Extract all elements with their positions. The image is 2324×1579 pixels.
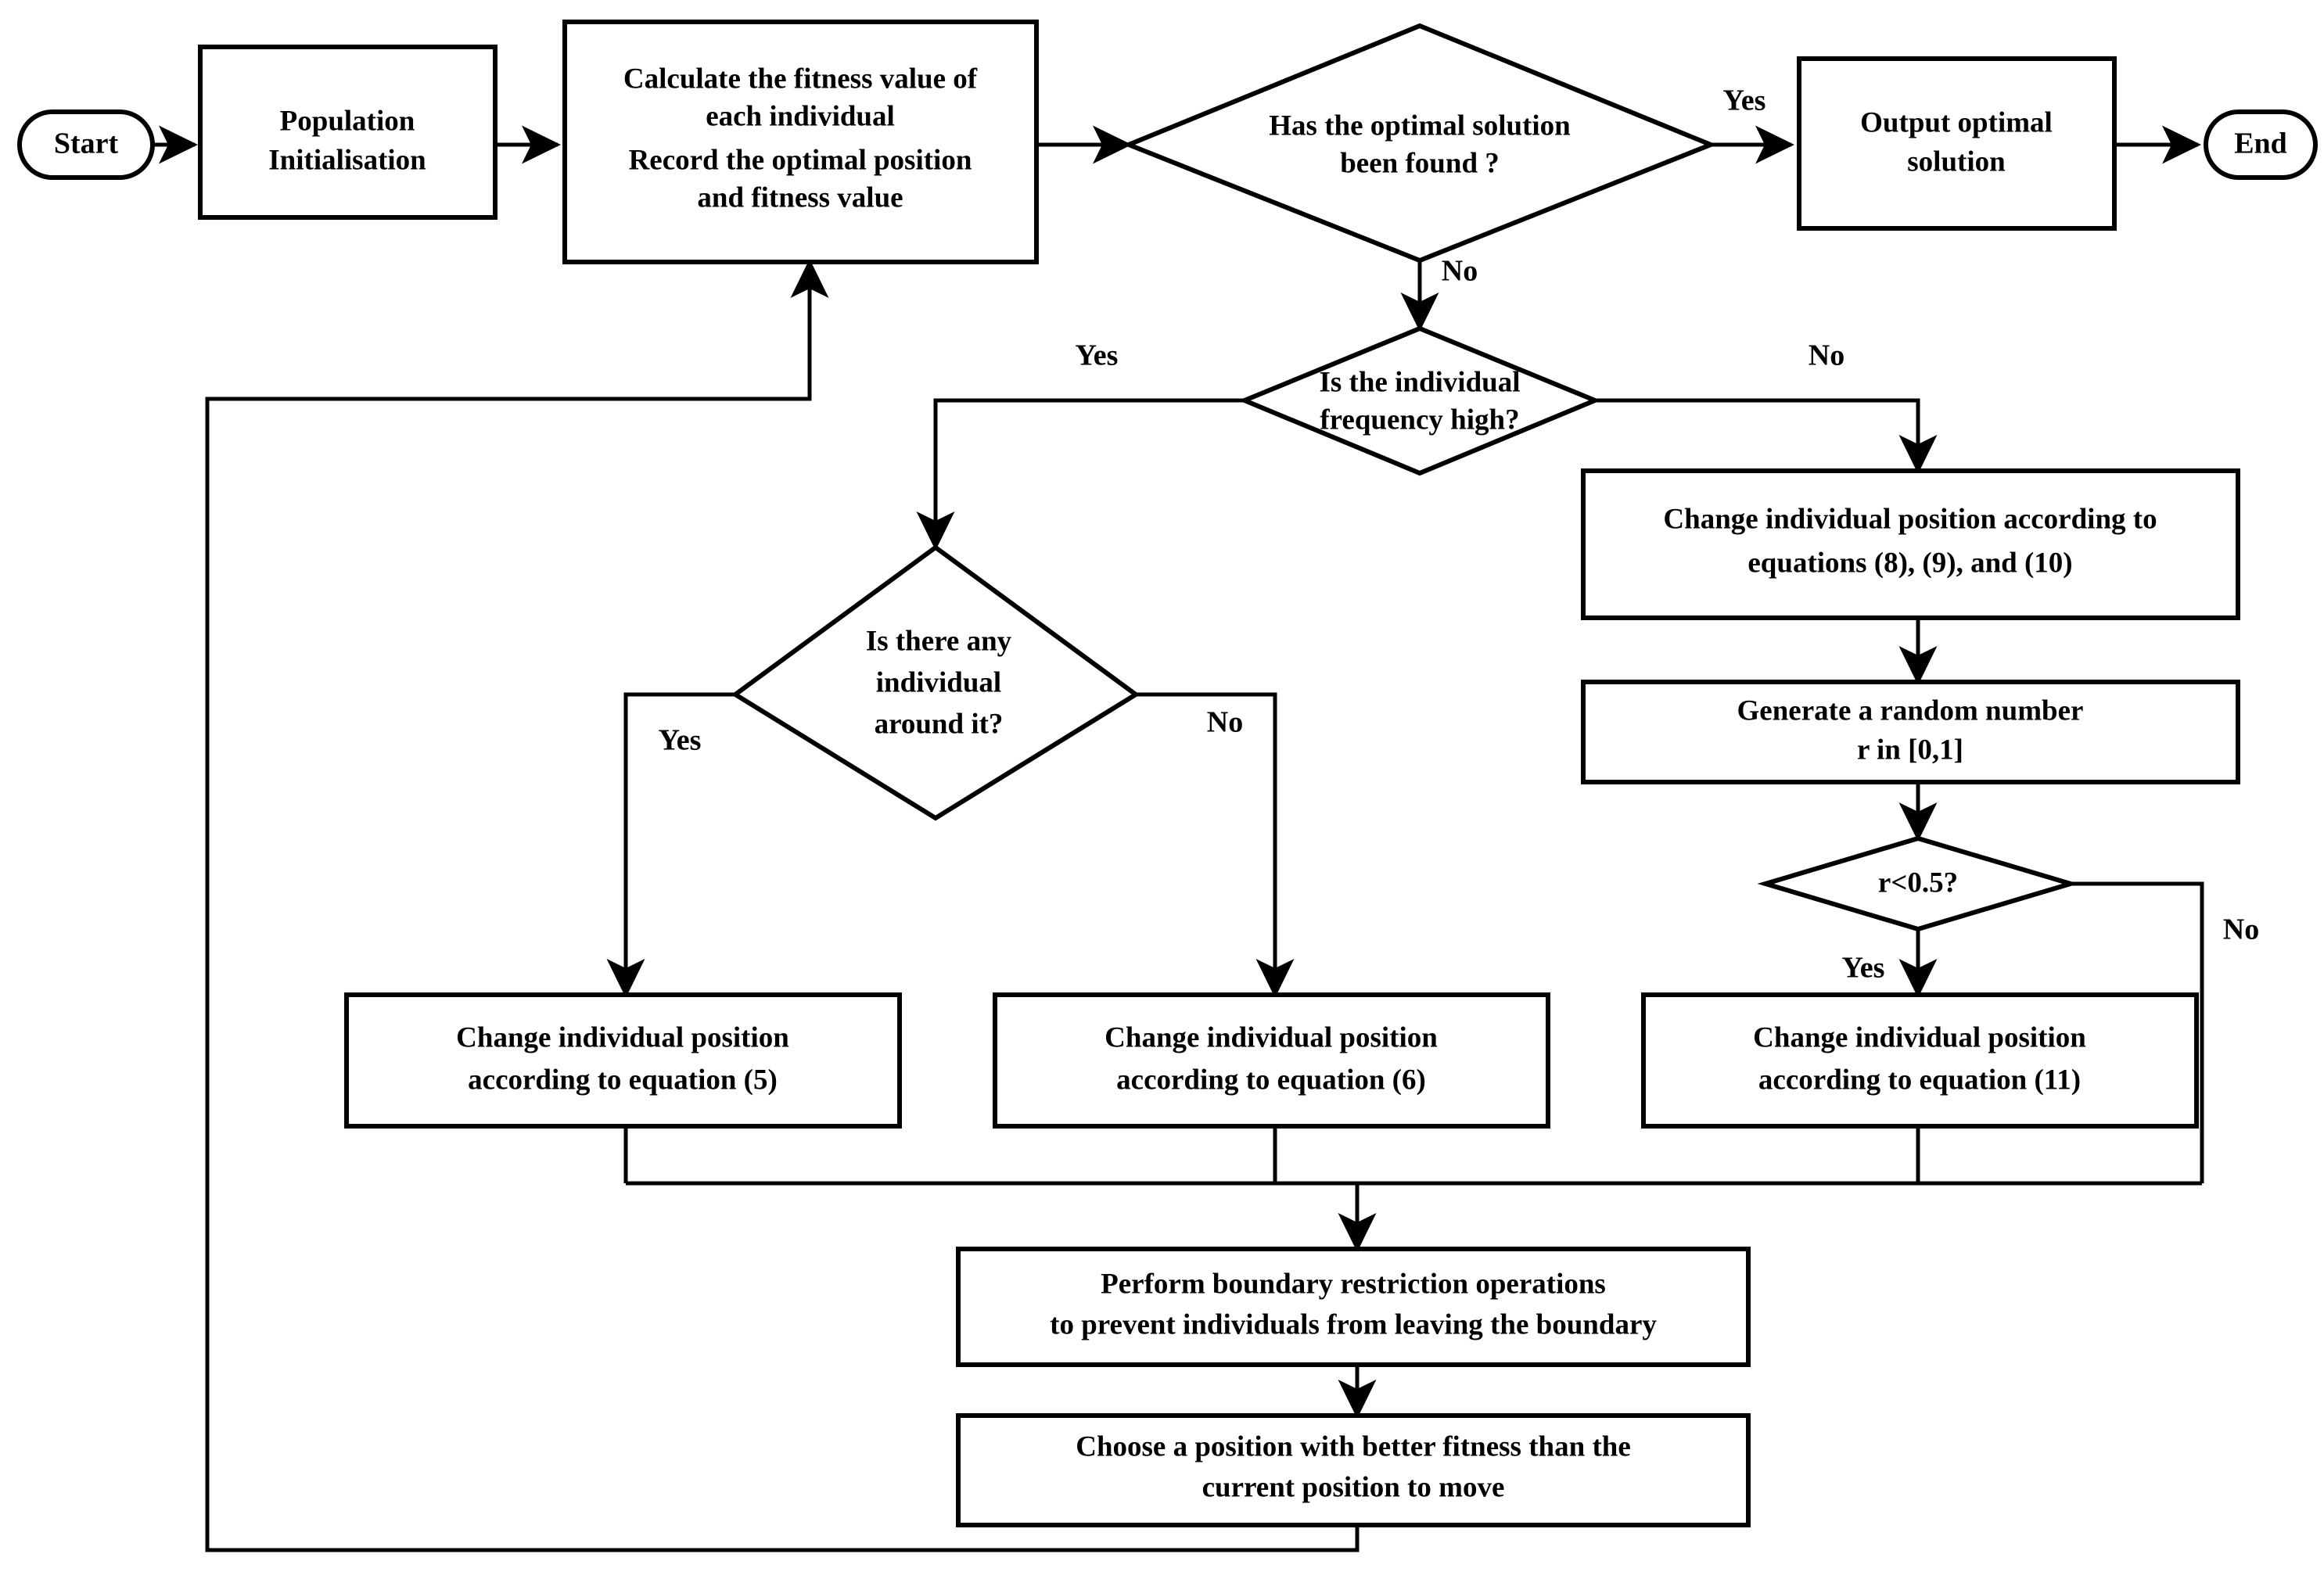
node-r-check[interactable]: r<0.5?: [1757, 835, 2079, 932]
eq6-line1: Change individual position: [1105, 1021, 1438, 1053]
connectors: [153, 125, 2204, 1552]
node-boundary[interactable]: Perform boundary restriction operations …: [956, 1247, 1751, 1367]
edge-label-optimal-found-no: No: [1442, 255, 1478, 288]
edge-label-optimal-found-yes: Yes: [1723, 84, 1766, 117]
eq11-line1: Change individual position: [1753, 1021, 2086, 1053]
choose-position-shape: [956, 1413, 1751, 1527]
choose-position-line1: Choose a position with better fitness th…: [1076, 1430, 1631, 1462]
start-label: Start: [54, 127, 119, 160]
node-eq8910[interactable]: Change individual position according to …: [1581, 468, 2240, 620]
edge-label-r-check-yes: Yes: [1842, 952, 1885, 985]
eq8910-shape: [1581, 468, 2240, 620]
optimal-found-line1: Has the optimal solution: [1269, 109, 1571, 142]
population-init-line2: Initialisation: [268, 144, 426, 176]
calc-fitness-line3: Record the optimal position: [629, 144, 972, 176]
eq11-shape: [1641, 992, 2199, 1129]
end-label: End: [2234, 127, 2287, 160]
optimal-found-shape: [1122, 23, 1718, 264]
node-calc-fitness[interactable]: Calculate the fitness value of each indi…: [562, 20, 1039, 264]
node-any-individual[interactable]: Is there any individual around it?: [731, 544, 1140, 821]
random-number-line2: r in [0,1]: [1857, 734, 1963, 766]
edge-feedback-loop-to-calc-fitness: [205, 258, 1360, 1552]
boundary-line1: Perform boundary restriction operations: [1101, 1268, 1606, 1300]
choose-position-line2: current position to move: [1202, 1471, 1505, 1503]
node-start[interactable]: Start: [17, 109, 155, 180]
edge-freq-high-yes-to-any-individual: [916, 398, 1245, 551]
edge-any-individual-no-to-eq6: [1136, 692, 1295, 999]
edge-freq-high-no-to-eq8910: [1595, 398, 1938, 475]
eq5-line1: Change individual position: [456, 1021, 789, 1053]
boundary-shape: [956, 1247, 1751, 1367]
eq6-shape: [993, 992, 1550, 1129]
r-check-line1: r<0.5?: [1878, 867, 1958, 899]
node-optimal-found[interactable]: Has the optimal solution been found ?: [1122, 23, 1718, 264]
population-init-shape: [198, 45, 497, 220]
start-shape: [17, 109, 155, 180]
population-init-line1: Population: [280, 105, 415, 137]
calc-fitness-line1: Calculate the fitness value of: [623, 63, 978, 95]
edge-label-any-individual-yes: Yes: [659, 724, 702, 757]
node-eq5[interactable]: Change individual position according to …: [344, 992, 902, 1129]
random-number-line1: Generate a random number: [1737, 694, 2084, 727]
freq-high-shape: [1238, 325, 1601, 476]
output-optimal-line2: solution: [1907, 145, 2006, 178]
node-choose-position[interactable]: Choose a position with better fitness th…: [956, 1413, 1751, 1527]
boundary-line2: to prevent individuals from leaving the …: [1050, 1308, 1657, 1340]
edge-label-freq-high-yes: Yes: [1076, 339, 1119, 372]
calc-fitness-line2: each individual: [706, 100, 895, 132]
eq8910-line2: equations (8), (9), and (10): [1747, 547, 2072, 579]
freq-high-line1: Is the individual: [1319, 366, 1520, 398]
eq5-shape: [344, 992, 902, 1129]
eq8910-line1: Change individual position according to: [1663, 503, 2157, 535]
output-optimal-line1: Output optimal: [1860, 106, 2053, 138]
node-freq-high[interactable]: Is the individual frequency high?: [1238, 325, 1601, 476]
random-number-shape: [1581, 680, 2240, 784]
r-check-shape: [1757, 835, 2079, 932]
any-individual-line2: individual: [876, 666, 1001, 698]
edge-r-check-no-to-merge-bus: [2071, 881, 2204, 1183]
any-individual-line3: around it?: [875, 708, 1004, 740]
edge-labels: Yes No Yes No Yes No Yes No: [659, 84, 2260, 985]
node-population-init[interactable]: Population Initialisation: [198, 45, 497, 220]
edge-label-freq-high-no: No: [1809, 339, 1844, 372]
calc-fitness-shape: [562, 20, 1039, 264]
eq5-line2: according to equation (5): [468, 1064, 778, 1096]
any-individual-shape: [731, 544, 1140, 821]
optimal-found-line2: been found ?: [1340, 147, 1500, 179]
node-eq11[interactable]: Change individual position according to …: [1641, 992, 2199, 1129]
calc-fitness-line4: and fitness value: [697, 181, 903, 214]
edge-any-individual-yes-to-eq5: [606, 692, 735, 999]
freq-high-line2: frequency high?: [1320, 404, 1519, 436]
end-shape: [2204, 109, 2318, 180]
eq11-line2: according to equation (11): [1758, 1064, 2081, 1096]
edge-label-any-individual-no: No: [1207, 706, 1243, 739]
any-individual-line1: Is there any: [866, 625, 1012, 657]
node-output-optimal[interactable]: Output optimal solution: [1797, 56, 2117, 231]
node-eq6[interactable]: Change individual position according to …: [993, 992, 1550, 1129]
output-optimal-shape: [1797, 56, 2117, 231]
node-end[interactable]: End: [2204, 109, 2318, 180]
node-random-number[interactable]: Generate a random number r in [0,1]: [1581, 680, 2240, 784]
eq6-line2: according to equation (6): [1116, 1064, 1426, 1096]
edge-label-r-check-no: No: [2223, 913, 2259, 946]
